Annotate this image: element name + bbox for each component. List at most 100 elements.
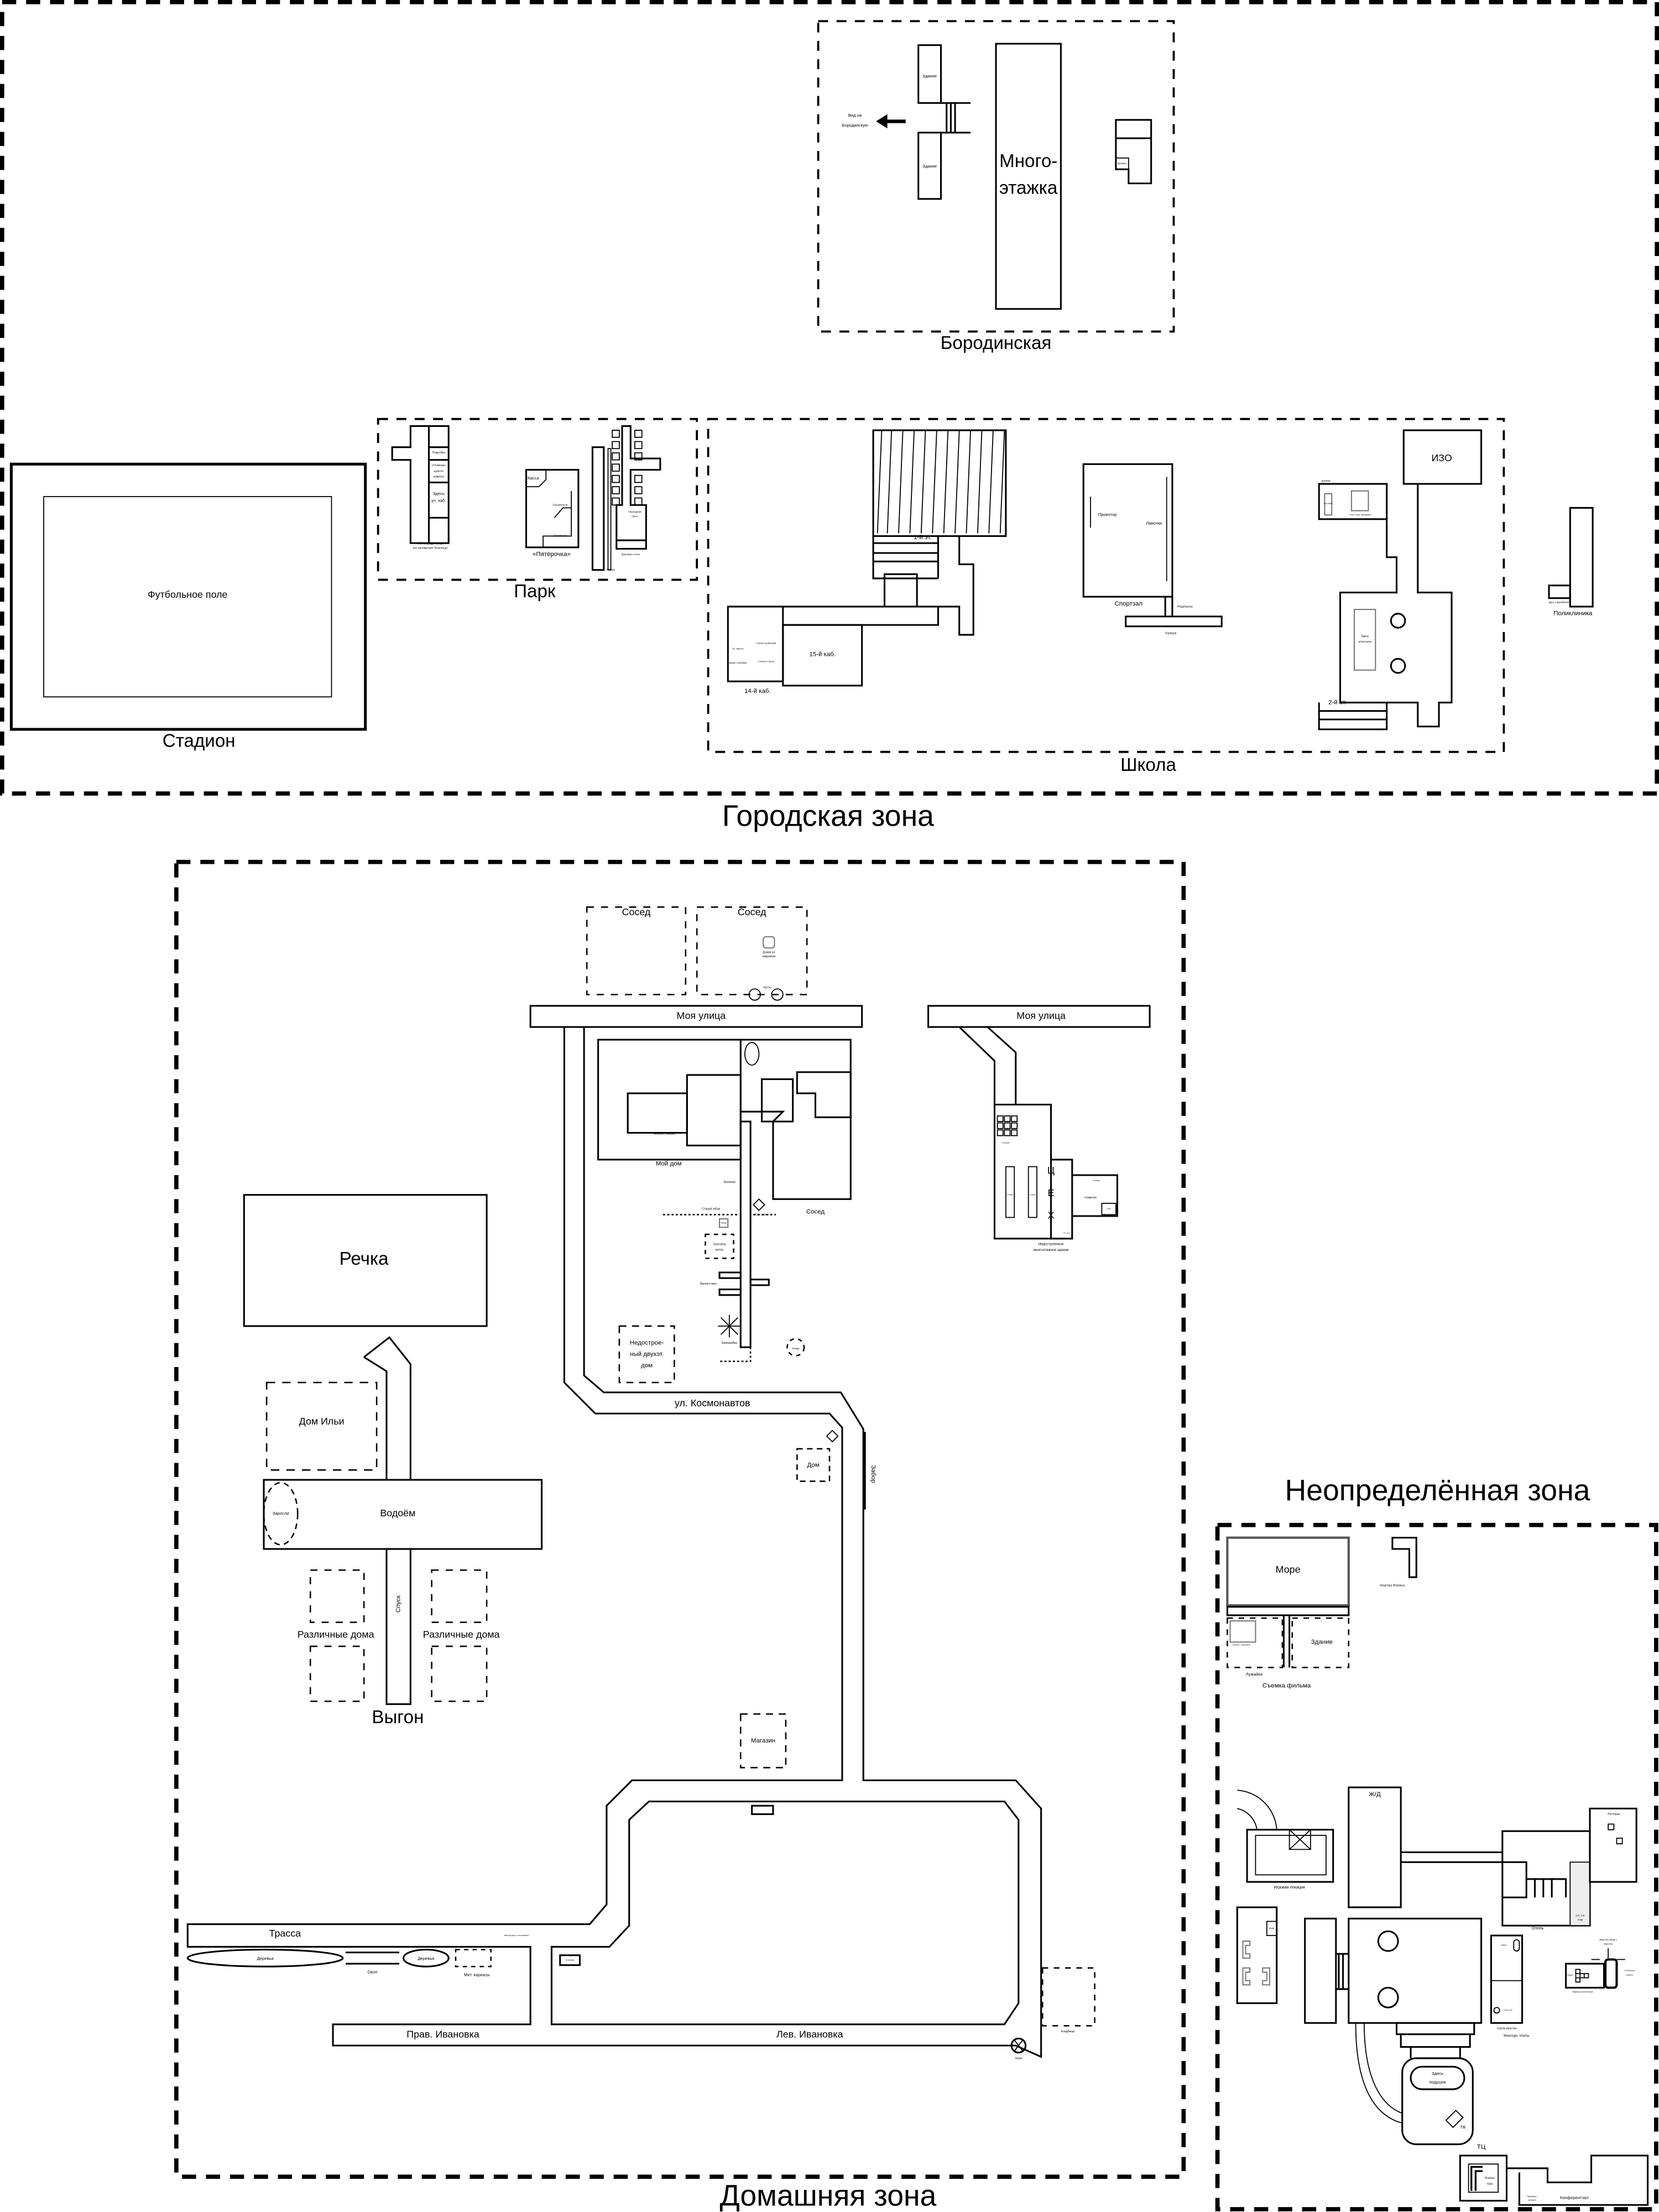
room15-label: 15-й каб. [809, 651, 836, 658]
highrise-extension [1051, 1159, 1118, 1240]
checkpoint-label-1: Проходной [628, 510, 641, 513]
path-label: Тропинка [723, 1181, 735, 1184]
obstacles-label: Препятствия [700, 1282, 717, 1286]
park-area: Парк Подсобка «Отличаю- щаяся» комната З… [377, 418, 698, 602]
road-stem [1282, 1615, 1291, 1668]
horror-scene-label: Сцена-ужастик [1497, 2027, 1517, 2031]
house-plot [796, 1448, 831, 1482]
building-label: Здание [1311, 1639, 1333, 1645]
clinic-title: Поликлиника [1553, 611, 1593, 617]
gym-fixtures [1090, 477, 1167, 582]
borodinskaya-title: Бородинская [941, 333, 1052, 353]
store-title: «Пятёрочка» [533, 551, 571, 558]
structure-label: Сооруж. [1002, 1141, 1010, 1144]
small-building [751, 1804, 774, 1815]
fire-icon [786, 1338, 805, 1357]
wardrobe [1266, 1921, 1277, 1936]
crate-icon [1288, 1829, 1311, 1850]
house-plot [309, 1569, 365, 1623]
bush [771, 988, 784, 1001]
projector-label: Проектор [1098, 512, 1117, 517]
camp-building [391, 425, 450, 544]
transformer-label-2: матор [716, 1249, 723, 1252]
escalators [1468, 2163, 1499, 2193]
hall [1339, 484, 1453, 728]
right-ivanovka-label: Прав. Ивановка [406, 2029, 479, 2040]
old-fence-label: Старый забор [702, 1207, 720, 1211]
room-15 [782, 624, 863, 687]
my-street-road [529, 1005, 863, 1028]
city-zone-title: Городская зона [722, 800, 934, 833]
stadium-area: Футбольное поле Стадион [9, 462, 367, 752]
home-zone-title: Домашняя зона [720, 2180, 937, 2212]
checkpoint-building [615, 425, 661, 550]
neighbor-label: Сосед [738, 906, 766, 917]
conference-label: Конферентзал [1560, 2195, 1589, 2200]
obstacles [718, 1271, 770, 1296]
my-house-plot [597, 1039, 742, 1161]
descent-road [385, 1548, 411, 1705]
slabs-label: Многоур. плиты [1504, 2034, 1530, 2038]
my-house-annex [627, 1092, 688, 1134]
art-label: ИЗО [1431, 452, 1452, 463]
shower-label: Душ с раковиной [1549, 601, 1569, 604]
view-label-2: Бородинскую [842, 123, 868, 128]
trench-label: Окоп [368, 1969, 378, 1974]
certificates-board [1353, 609, 1376, 671]
pond-label: Водоём [380, 1507, 415, 1519]
neighbor-building-2 [796, 1071, 852, 1118]
ilya-house-label: Дом Ильи [299, 1416, 345, 1427]
bush [748, 988, 761, 1001]
column [1377, 1986, 1399, 2008]
my-street-label: Моя улица [677, 1010, 726, 1021]
beautiful-wall [591, 446, 605, 571]
home-zone-border [174, 859, 1186, 2179]
sea-label: Море [1276, 1564, 1301, 1575]
devices [1324, 493, 1333, 516]
metal-frames [455, 1949, 492, 1968]
city-view-label-2: высоты [1604, 1943, 1613, 1945]
wardrobe-label: Шкаф [1269, 1927, 1274, 1929]
bus-stop [559, 1954, 581, 1966]
connector [1410, 2047, 1461, 2058]
highrise-label-2: многоэтажное здание [1034, 1248, 1069, 1252]
hotel-floors-2: этаж [1577, 1918, 1583, 1921]
shelves-label: Стеллажи [554, 535, 567, 538]
temple-icon [1010, 2037, 1027, 2054]
barriers-label: Ограничители [552, 503, 567, 506]
bath-label: Ванна [1501, 1944, 1507, 1947]
diamond-marker-icon [826, 1430, 839, 1443]
undefined-zone-title: Неопределённая зона [1285, 1474, 1590, 1507]
restaurant-tables [1608, 1823, 1623, 1845]
table-label: Стол [1107, 1208, 1111, 1210]
bushes-label: Кусты [764, 986, 771, 989]
alley-label: Аллея с лавочкой [1233, 1644, 1250, 1646]
highrise-driveway [958, 1026, 1017, 1105]
workshop-letter: Е [1048, 1187, 1055, 1198]
borodinskaya-border [817, 20, 1175, 333]
highrise-building [993, 1103, 1052, 1240]
highrise-label-1: Недостроенное [1038, 1243, 1064, 1246]
temple-cross [1014, 2039, 1024, 2052]
passage [941, 102, 971, 134]
machine-label: Станок [1007, 1194, 1013, 1196]
conference-wing [1506, 2154, 1649, 2206]
road-loop-inner [550, 1801, 1020, 2026]
odd-room-label-2: щаяся» [434, 469, 444, 473]
beds-label: Грядки [1567, 1974, 1573, 1976]
gym [1082, 463, 1173, 598]
small-room [883, 573, 918, 608]
machine [1005, 1166, 1015, 1218]
cables [1237, 1790, 1277, 1830]
inter-room-label-1: Промежут. [1527, 2195, 1537, 2198]
escalator-icon [1470, 2166, 1483, 2191]
slab [1395, 2022, 1475, 2036]
football-field [43, 496, 332, 698]
floor1-label: 1-й эт. [914, 534, 932, 541]
my-house-label: Мой дом [656, 1161, 682, 1167]
stilt-house-label-2: подпорках [762, 955, 776, 958]
park-title: Парк [514, 581, 556, 602]
room14-label: 14-й каб. [744, 688, 771, 695]
neighbor-label: Сосед [622, 906, 651, 917]
moreev-flat [1391, 1537, 1417, 1578]
